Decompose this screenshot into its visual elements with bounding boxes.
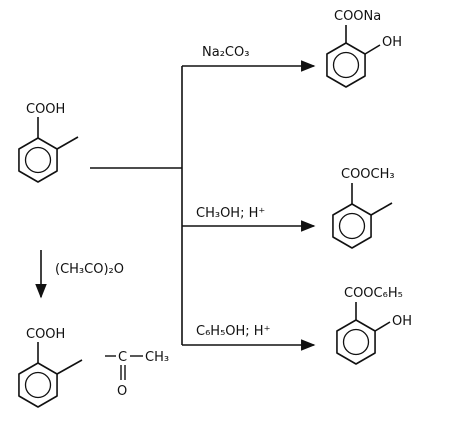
methyl-salicylate-cooch3-label: COOCH₃ (341, 167, 395, 182)
reagent-label-na2co3: Na₂CO₃ (202, 45, 249, 60)
acetyl-carbonyl-oxygen-label: O (117, 384, 127, 399)
acetyl-group-fragment: C CH₃ O (105, 350, 169, 399)
molecule-salicylic-acid: COOH (18, 102, 79, 183)
sodium-salicylate-coona-label: COONa (334, 9, 381, 24)
reagent-label-phenol: C₆H₅OH; H⁺ (196, 324, 270, 339)
aspirin-cooh-label: COOH (26, 327, 65, 342)
salicylic-acid-cooh-label: COOH (26, 102, 65, 117)
acetyl-methyl-label: CH₃ (145, 350, 169, 365)
reagent-label-acetic-anhydride: (CH₃CO)₂O (55, 262, 124, 277)
reagent-label-methanol: CH₃OH; H⁺ (196, 206, 265, 221)
reaction-branch-lines (35, 60, 316, 351)
molecule-sodium-salicylate: COONa OH (326, 9, 402, 88)
molecule-methyl-salicylate: COOCH₃ (332, 167, 395, 249)
molecule-acetylsalicylic-acid: COOH (18, 327, 83, 408)
phenyl-salicylate-oh-label: OH (392, 314, 412, 329)
phenyl-salicylate-cooc6h5-label: COOC₆H₅ (344, 286, 403, 301)
sodium-salicylate-oh-label: OH (382, 35, 402, 50)
acetyl-carbon-label: C (118, 350, 127, 365)
molecule-phenyl-salicylate: COOC₆H₅ OH (336, 286, 412, 365)
